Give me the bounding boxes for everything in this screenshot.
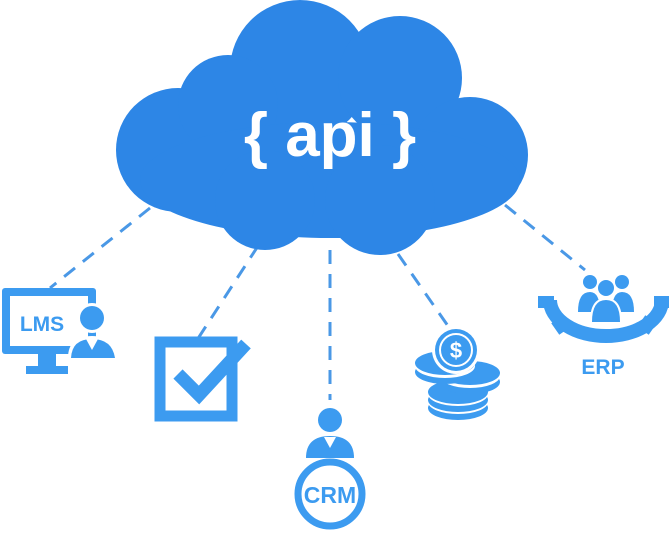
- connector-payments: [396, 253, 450, 327]
- tasks-node: [154, 336, 251, 422]
- svg-text:$: $: [450, 338, 462, 363]
- connector-tasks: [195, 245, 260, 341]
- person-icon: [68, 303, 118, 358]
- connectors: [49, 203, 586, 400]
- crm-label: CRM: [304, 482, 356, 508]
- dollar-coin-stack-icon: $: [415, 326, 500, 420]
- person-icon: [306, 408, 354, 458]
- checkbox-check-icon: [154, 336, 251, 422]
- monitor-icon: [2, 288, 96, 374]
- crm-ring: [294, 458, 366, 530]
- gear-icon: [538, 296, 669, 343]
- api-label: { api }: [244, 101, 416, 170]
- connector-erp: [504, 203, 586, 272]
- erp-node: ERP: [538, 275, 669, 379]
- api-cloud: [116, 0, 528, 255]
- crm-node: CRM: [294, 408, 366, 530]
- erp-label: ERP: [581, 356, 624, 379]
- lms-label: LMS: [20, 313, 64, 336]
- payments-node: $: [415, 326, 500, 420]
- lms-node: LMS: [2, 288, 118, 374]
- connector-lms: [49, 206, 151, 290]
- people-group-icon: [578, 275, 634, 322]
